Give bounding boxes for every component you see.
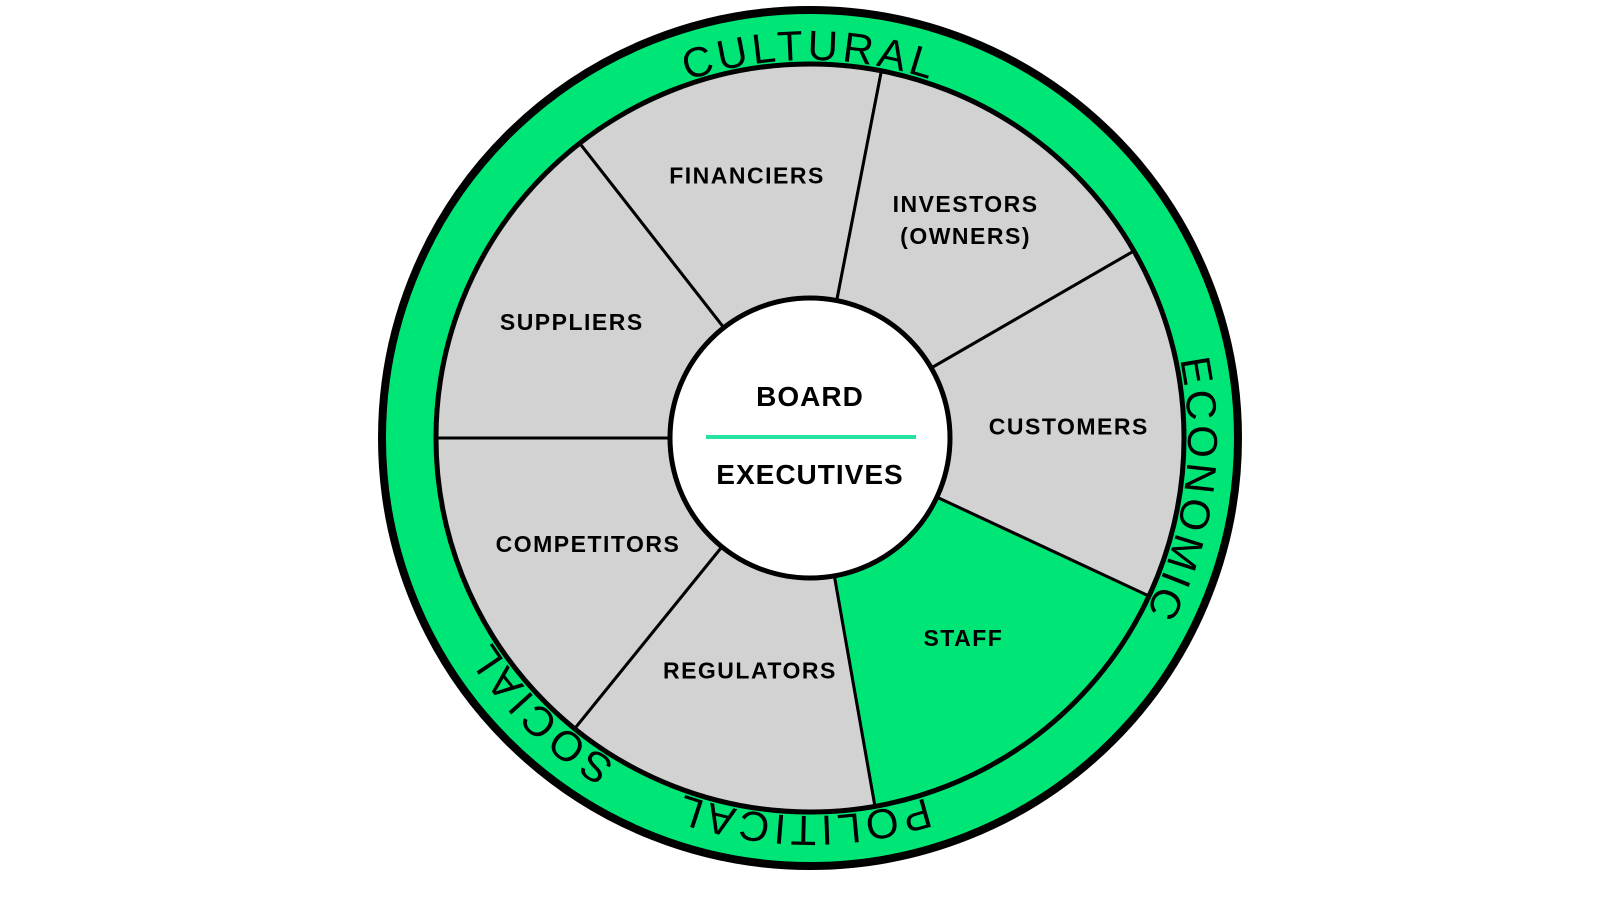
segment-label-suppliers: SUPPLIERS [500,309,644,335]
segment-label-financiers: FINANCIERS [669,163,825,189]
board-label: BOARD [756,381,864,412]
segment-labels-group: FINANCIERS INVESTORS(OWNERS) CUSTOMERS STAF… [496,163,1149,684]
segment-label-customers: CUSTOMERS [989,414,1149,440]
ring-inner-border [433,61,1187,815]
segment-label-competitors: COMPETITORS [496,531,681,557]
segment-label-regulators: REGULATORS [663,657,837,683]
executives-label: EXECUTIVES [716,459,903,490]
segment-label-investors: INVESTORS(OWNERS) [893,191,1039,249]
segment-label-staff: STAFF [923,625,1003,651]
